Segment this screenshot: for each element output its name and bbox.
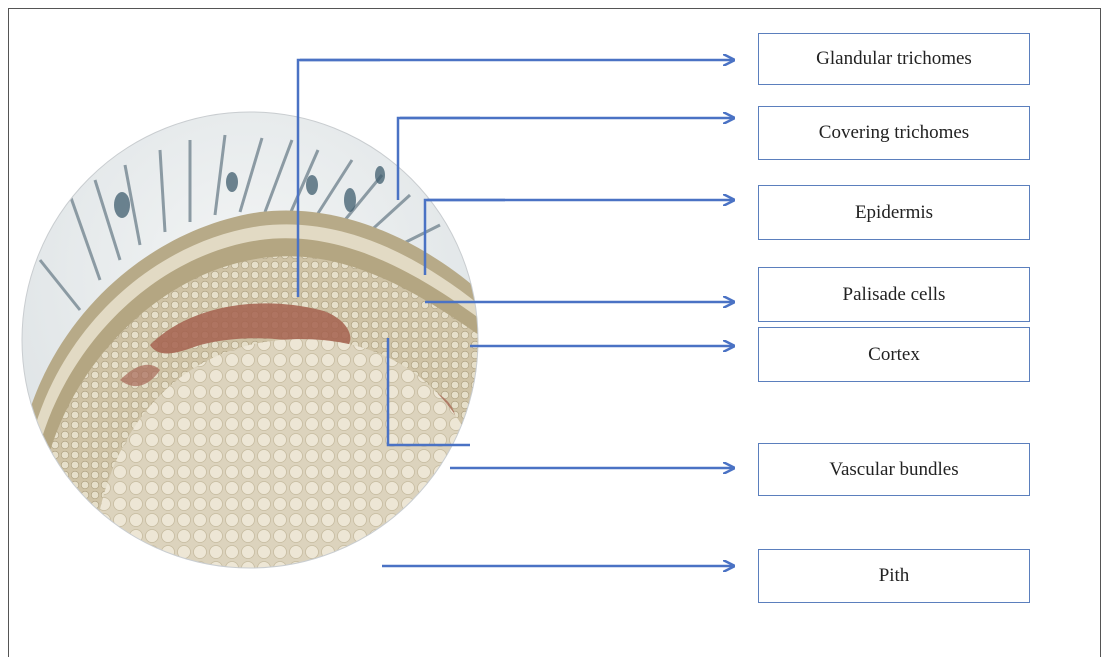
micrograph (0, 100, 500, 600)
label-pith: Pith (758, 549, 1030, 603)
label-vascular-bundles: Vascular bundles (758, 443, 1030, 496)
label-covering-trichomes: Covering trichomes (758, 106, 1030, 160)
label-epidermis: Epidermis (758, 185, 1030, 240)
label-palisade-cells: Palisade cells (758, 267, 1030, 322)
label-glandular-trichomes: Glandular trichomes (758, 33, 1030, 85)
label-cortex: Cortex (758, 327, 1030, 382)
